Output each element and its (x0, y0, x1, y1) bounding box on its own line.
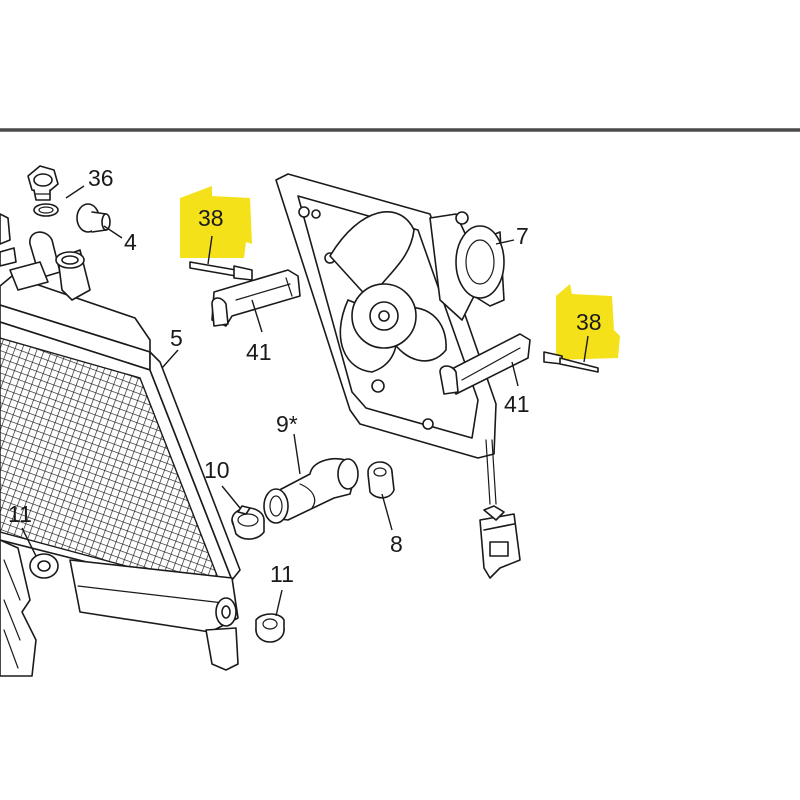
part-11-grommet-right (255, 613, 285, 643)
leader-lines (21, 185, 589, 617)
highlight-tag-38-right (556, 284, 620, 360)
callout-7: 7 (516, 223, 529, 249)
part-4-bolt (76, 203, 111, 233)
part-11-grommet-left (29, 553, 59, 579)
callout-41-left: 41 (246, 339, 272, 365)
callout-36: 36 (88, 165, 114, 191)
callout-4: 4 (124, 229, 137, 255)
callout-38-left: 38 (198, 205, 224, 231)
part-8-clamp (367, 461, 395, 499)
fan-assembly (275, 173, 531, 579)
callout-11-right: 11 (270, 561, 294, 587)
callout-10: 10 (204, 457, 230, 483)
part-38-pin-left (189, 261, 253, 281)
highlight-tag-38-left (180, 186, 252, 258)
radiator (0, 213, 241, 671)
callout-11-left: 11 (8, 501, 32, 527)
part-41-bracket-left (211, 269, 301, 327)
callout-5: 5 (170, 325, 183, 351)
left-bracket-fragment (0, 539, 37, 677)
part-38-pin-right (543, 351, 599, 373)
part-10-clamp (231, 505, 265, 540)
part-36-plug (27, 165, 59, 217)
part-9-hose (263, 458, 359, 524)
callout-8: 8 (390, 531, 403, 557)
callout-41-right: 41 (504, 391, 530, 417)
callout-9: 9* (276, 411, 298, 437)
callout-38-right: 38 (576, 309, 602, 335)
